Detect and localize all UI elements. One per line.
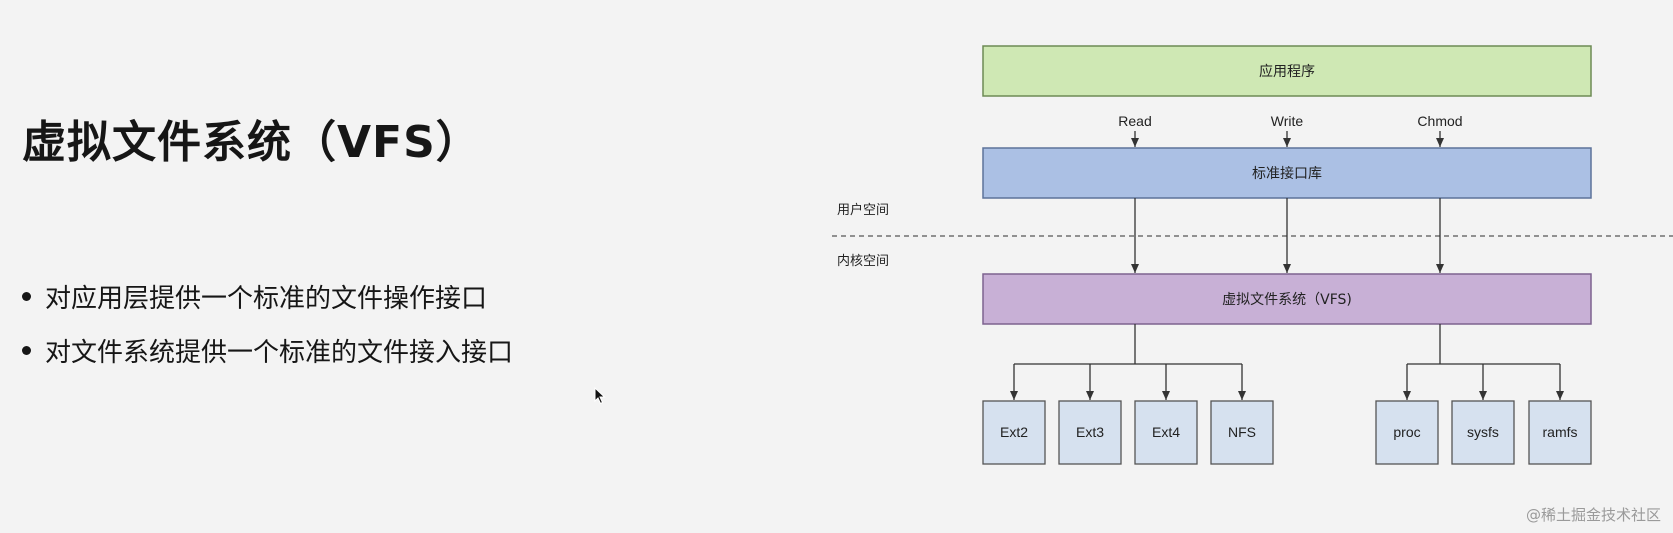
fs-label-ext3: Ext3 [1076, 424, 1104, 440]
watermark: @稀土掘金技术社区 [1525, 506, 1661, 524]
fs-box-sysfs [1451, 400, 1515, 465]
fs-box-ext3 [1058, 400, 1122, 465]
fs-label-sysfs: sysfs [1467, 424, 1499, 440]
vfs-layer-box [982, 273, 1592, 325]
fs-box-ext2 [982, 400, 1046, 465]
kernel-space-label: 内核空间 [837, 253, 889, 269]
fs-box-ext4 [1134, 400, 1198, 465]
fs-box-ramfs [1528, 400, 1592, 465]
fs-label-ramfs: ramfs [1543, 424, 1578, 440]
call-label-chmod: Chmod [1417, 113, 1462, 129]
app-layer-label: 应用程序 [1259, 63, 1315, 80]
bullet-text: 对文件系统提供一个标准的文件接入接口 [45, 338, 514, 368]
bullet-item: 对文件系统提供一个标准的文件接入接口 [22, 326, 513, 380]
bullet-dot-icon [22, 346, 31, 355]
fs-label-ext4: Ext4 [1152, 424, 1180, 440]
fs-box-nfs [1210, 400, 1274, 465]
bullet-item: 对应用层提供一个标准的文件操作接口 [22, 272, 513, 326]
user-space-label: 用户空间 [837, 202, 889, 218]
bullet-list: 对应用层提供一个标准的文件操作接口 对文件系统提供一个标准的文件接入接口 [22, 272, 513, 380]
vfs-layer-label: 虚拟文件系统（VFS) [1222, 292, 1352, 308]
bullet-text: 对应用层提供一个标准的文件操作接口 [45, 284, 488, 314]
app-layer-box [982, 45, 1592, 97]
page-title: 虚拟文件系统（VFS） [22, 117, 481, 168]
mouse-cursor-icon [594, 387, 606, 405]
call-label-read: Read [1118, 113, 1151, 129]
call-label-write: Write [1271, 113, 1304, 129]
fs-label-nfs: NFS [1228, 424, 1256, 440]
fs-label-ext2: Ext2 [1000, 424, 1028, 440]
stdlib-layer-label: 标准接口库 [1252, 165, 1322, 182]
fs-box-proc [1375, 400, 1439, 465]
bullet-dot-icon [22, 292, 31, 301]
fs-label-proc: proc [1393, 424, 1420, 440]
